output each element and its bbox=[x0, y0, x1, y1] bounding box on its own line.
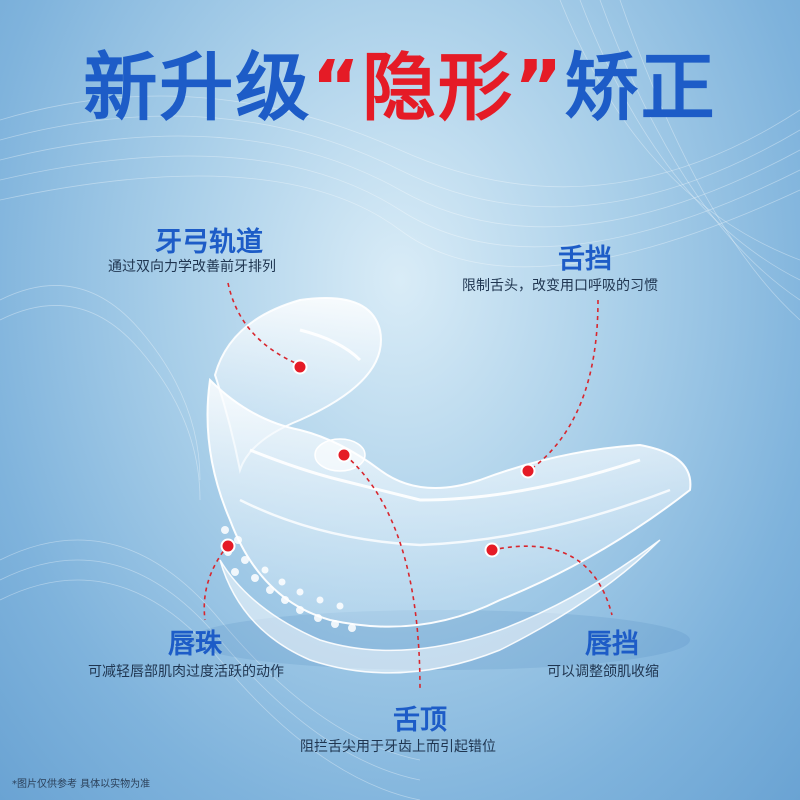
callout-title: 唇珠 bbox=[168, 629, 222, 660]
callout-lip-guard: 唇挡 bbox=[585, 622, 639, 661]
callout-tongue-guard-desc: 限制舌头，改变用口呼吸的习惯 bbox=[462, 278, 658, 294]
callout-title: 牙弓轨道 bbox=[155, 227, 263, 258]
disclaimer-note: *图片仅供参考 具体以实物为准 bbox=[12, 779, 151, 790]
marker-lip-guard bbox=[484, 542, 500, 558]
title-part-2: 矫正 bbox=[564, 45, 717, 131]
marker-arch-track bbox=[292, 359, 308, 375]
callout-title: 舌顶 bbox=[393, 705, 447, 736]
marker-lip-beads bbox=[220, 538, 236, 554]
callout-lip-beads: 唇珠 bbox=[168, 622, 222, 661]
callout-arch-track: 牙弓轨道 bbox=[155, 220, 263, 259]
callout-lip-guard-desc: 可以调整颌肌收缩 bbox=[547, 664, 659, 680]
callout-tongue-tip: 舌顶 bbox=[393, 698, 447, 737]
marker-tongue-guard bbox=[520, 463, 536, 479]
callout-tongue-tip-desc: 阻拦舌尖用于牙齿上而引起错位 bbox=[300, 739, 496, 755]
callout-arch-track-desc: 通过双向力学改善前牙排列 bbox=[108, 259, 276, 275]
title-highlight: “隐形” bbox=[311, 45, 565, 131]
callout-title: 唇挡 bbox=[585, 629, 639, 660]
callout-tongue-guard: 舌挡 bbox=[558, 237, 612, 276]
page-title: 新升级“隐形”矫正 bbox=[0, 28, 800, 135]
title-part-1: 新升级 bbox=[83, 45, 312, 131]
marker-tongue-tip bbox=[336, 447, 352, 463]
callout-lip-beads-desc: 可减轻唇部肌肉过度活跃的动作 bbox=[88, 664, 284, 680]
callout-title: 舌挡 bbox=[558, 244, 612, 275]
